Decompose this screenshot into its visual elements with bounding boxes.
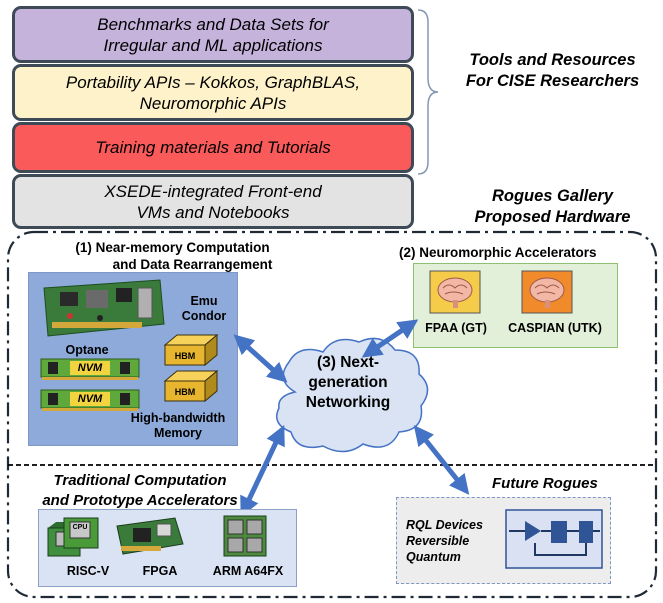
future-rogues-list: RQL Devices Reversible Quantum — [406, 517, 483, 565]
arrow-near-memory — [233, 334, 288, 383]
xsede-line2: VMs and Notebooks — [136, 202, 290, 222]
hbm-cube-icon — [163, 369, 219, 403]
high-bandwidth-label: High-bandwidth Memory — [120, 411, 236, 441]
fpga-label: FPGA — [142, 564, 178, 578]
arrow-future — [413, 425, 470, 495]
nvm-label-1: NVM — [77, 362, 103, 374]
portability-line1: Portability APIs – Kokkos, GraphBLAS, — [65, 72, 361, 92]
brain-chip-icon — [429, 270, 481, 314]
hbm-label-2: HBM — [174, 387, 196, 397]
emu-condor-label: Emu Condor — [180, 294, 228, 324]
circuit-diagram-icon — [505, 509, 603, 569]
arrow-neuromorphic — [361, 319, 419, 358]
rql-label: RQL Devices — [406, 518, 483, 532]
training-line1: Training materials and Tutorials — [95, 138, 331, 157]
portability-apis-box: Portability APIs – Kokkos, GraphBLAS, Ne… — [12, 64, 414, 121]
hbm-cube-icon — [163, 333, 219, 367]
xsede-line1: XSEDE-integrated Front-end — [104, 181, 322, 201]
fpaa-label: FPAA (GT) — [425, 321, 487, 335]
benchmarks-line2: Irregular and ML applications — [103, 35, 323, 55]
hbm-label-1: HBM — [174, 351, 196, 361]
quantum-label: Quantum — [406, 550, 461, 564]
arm-chip-icon — [223, 515, 267, 557]
curly-brace — [417, 9, 439, 175]
riscv-chip-icon — [47, 517, 99, 557]
brain-chip-icon — [521, 270, 573, 314]
network-cloud — [276, 337, 429, 453]
emu-line2: Condor — [181, 309, 227, 323]
portability-line2: Neuromorphic APIs — [139, 93, 287, 113]
nvm-stick-icon — [40, 358, 140, 380]
networking-line1: (3) Next- — [316, 354, 379, 371]
optane-label: Optane — [65, 343, 109, 357]
traditional-title: Traditional Computation and Prototype Ac… — [20, 471, 260, 511]
rogues-line2: Proposed Hardware — [474, 208, 631, 226]
rogues-line1: Rogues Gallery — [491, 187, 614, 205]
hbm-label-line1: High-bandwidth — [130, 411, 226, 425]
neuromorphic-title: (2) Neuromorphic Accelerators — [399, 245, 597, 260]
fpga-board-icon — [116, 517, 184, 555]
arrow-traditional — [240, 424, 285, 518]
nvm-label-2: NVM — [77, 393, 103, 405]
emu-board-image — [43, 279, 165, 337]
benchmarks-box: Benchmarks and Data Sets for Irregular a… — [12, 6, 414, 63]
tools-resources-label: Tools and Resources For CISE Researchers — [450, 50, 655, 92]
hbm-label-line2: Memory — [154, 426, 202, 440]
traditional-title2: and Prototype Accelerators — [42, 492, 238, 509]
rogues-gallery-label: Rogues Gallery Proposed Hardware — [450, 186, 655, 228]
tools-line1: Tools and Resources — [469, 51, 636, 69]
emu-line1: Emu — [190, 294, 218, 308]
networking-label: (3) Next- generation Networking — [292, 353, 404, 413]
networking-line3: Networking — [305, 394, 391, 411]
tools-line2: For CISE Researchers — [465, 72, 640, 90]
nvm-stick-icon — [40, 389, 140, 411]
benchmarks-line1: Benchmarks and Data Sets for — [97, 14, 329, 34]
training-box: Training materials and Tutorials — [12, 122, 414, 173]
caspian-label: CASPIAN (UTK) — [508, 321, 602, 335]
xsede-box: XSEDE-integrated Front-end VMs and Noteb… — [12, 174, 414, 229]
near-memory-title2: and Data Rearrangement — [112, 257, 273, 272]
arm-label: ARM A64FX — [212, 564, 284, 578]
near-memory-title1: (1) Near-memory Computation — [75, 240, 270, 255]
reversible-label: Reversible — [406, 534, 470, 548]
cpu-chip-label: CPU — [72, 524, 88, 531]
traditional-title1: Traditional Computation — [53, 472, 227, 489]
networking-line2: generation — [308, 374, 388, 391]
riscv-label: RISC-V — [66, 564, 110, 578]
near-memory-title: (1) Near-memory Computation and Data Rea… — [60, 239, 285, 273]
future-rogues-title: Future Rogues — [492, 475, 598, 492]
